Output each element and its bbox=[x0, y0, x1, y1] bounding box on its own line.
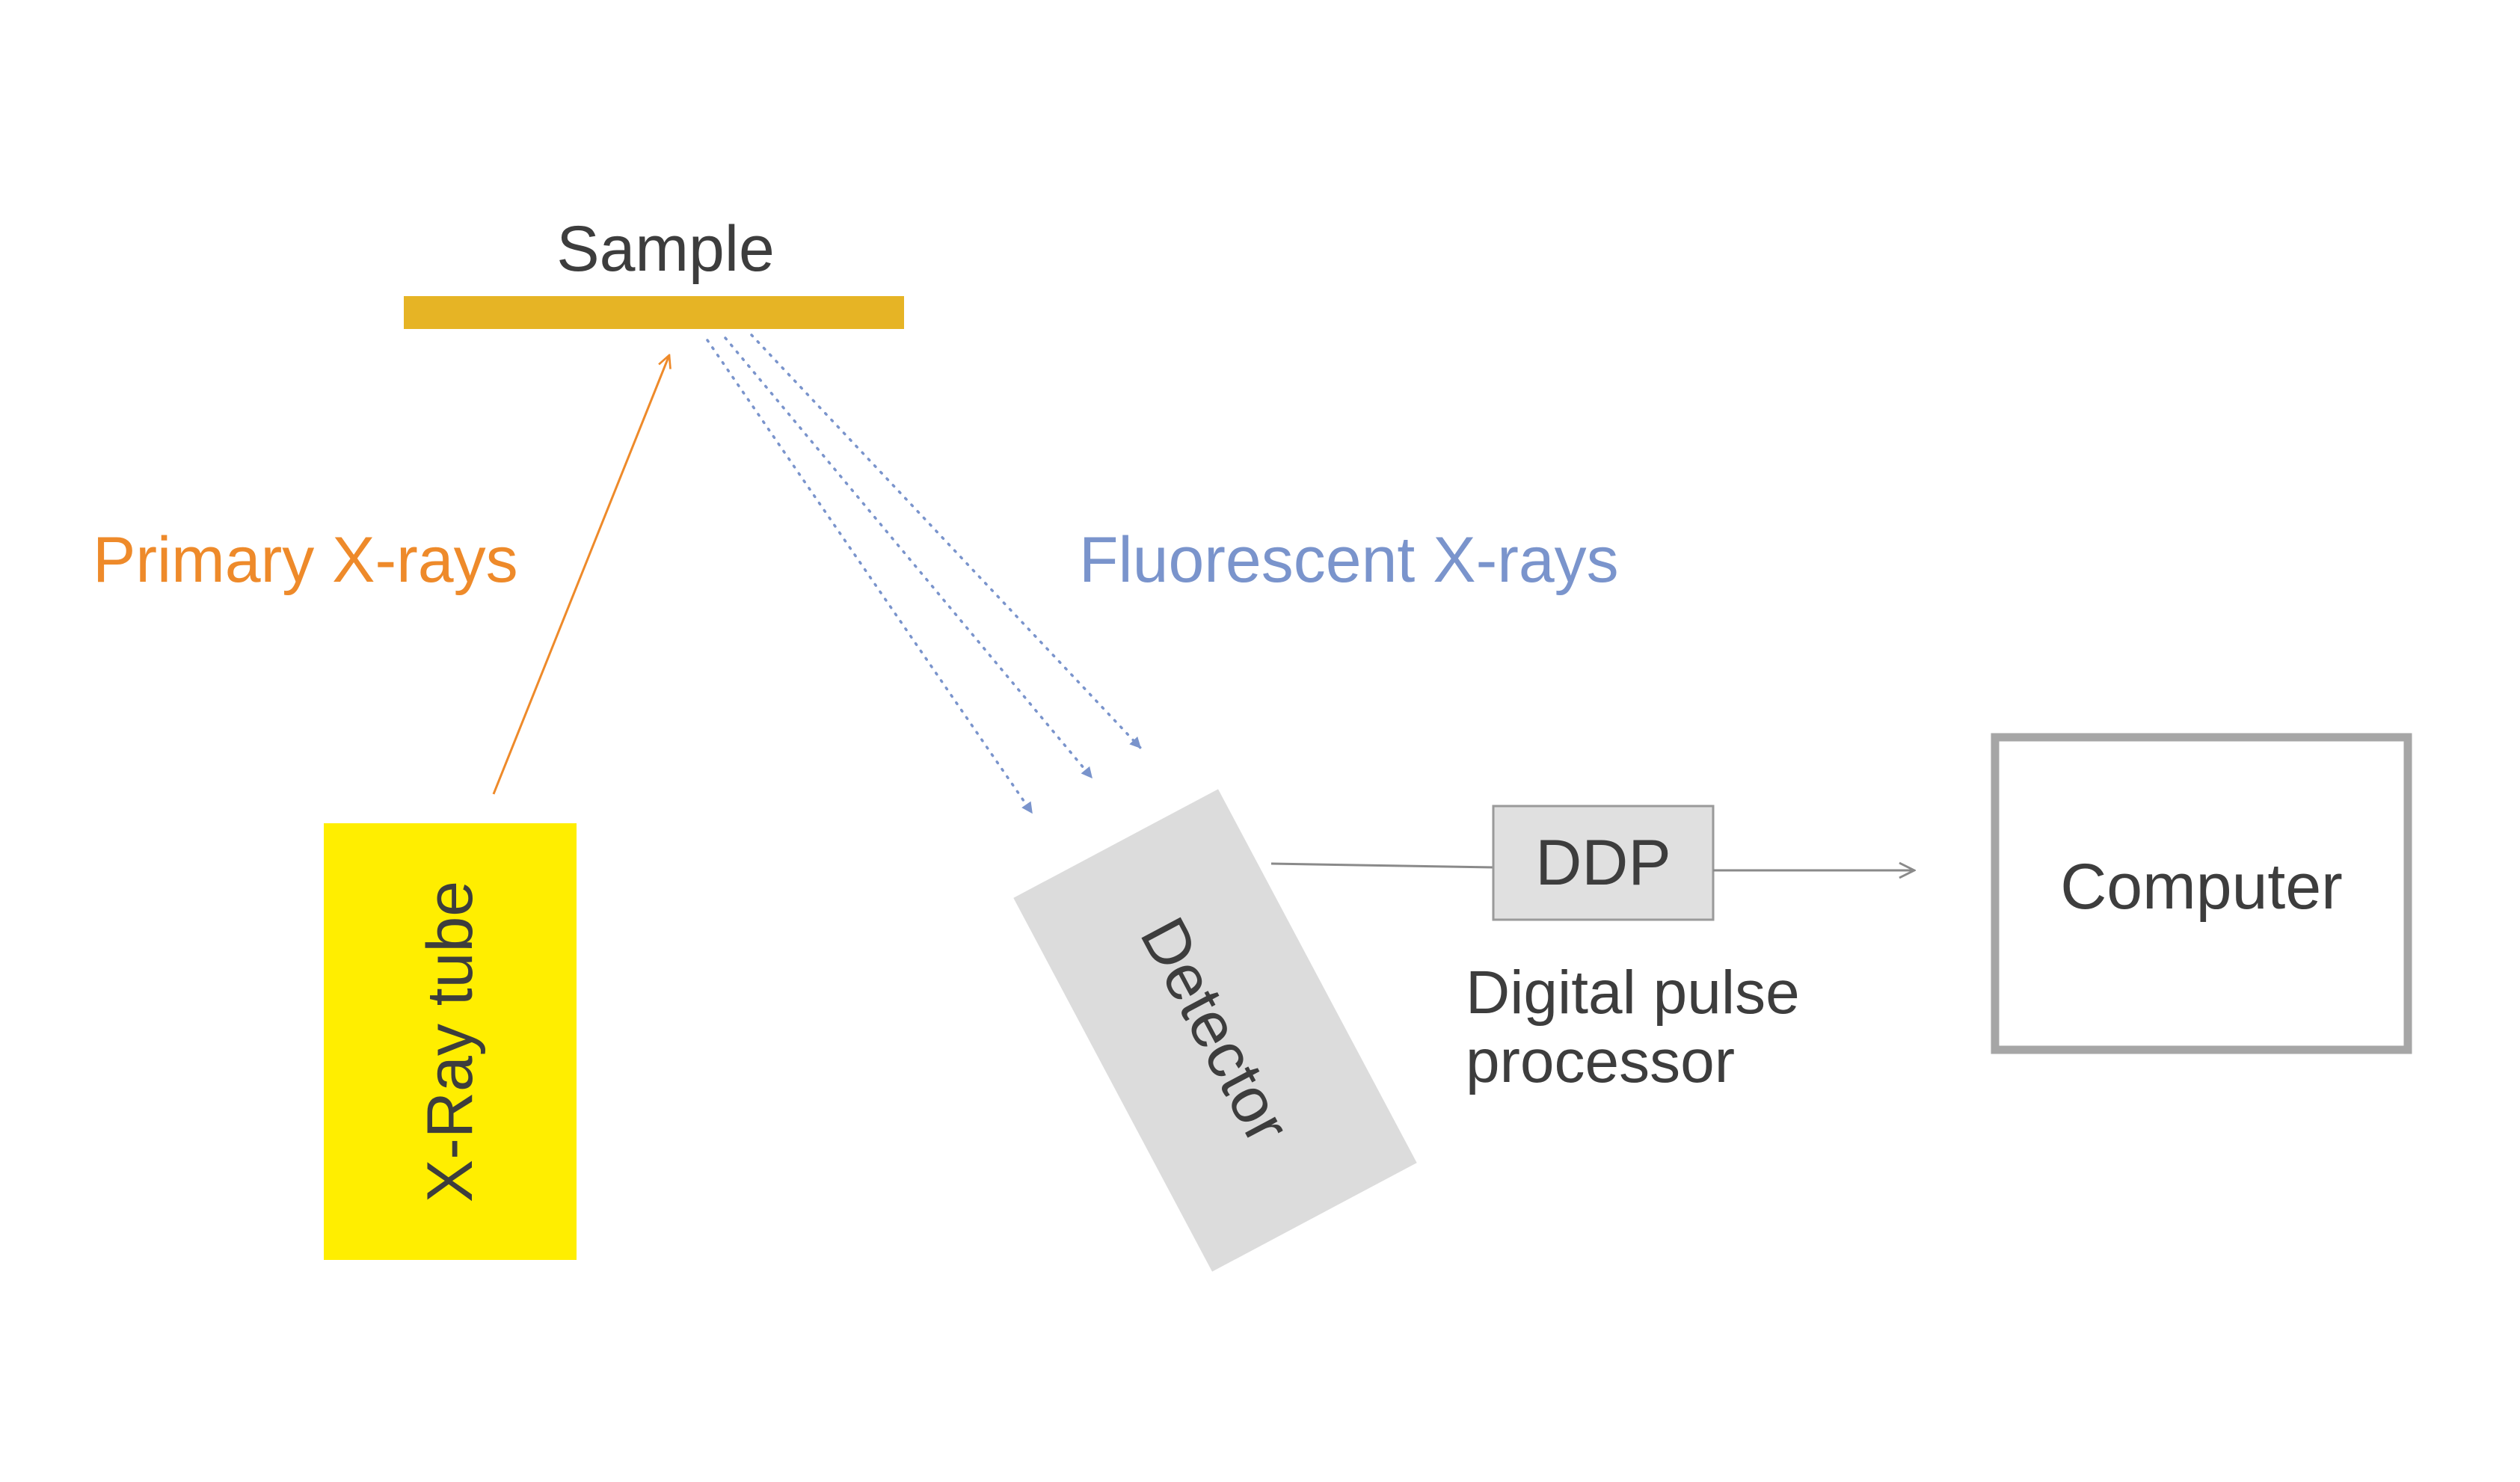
ddp-label: DDP bbox=[1535, 827, 1671, 899]
digital-pulse-label-line1: Digital pulse bbox=[1466, 959, 1800, 1027]
sample-label: Sample bbox=[556, 213, 775, 285]
detector: Detector bbox=[1013, 789, 1417, 1272]
primary-xrays-arrow bbox=[492, 355, 669, 795]
primary-xrays-label: Primary X-rays bbox=[93, 524, 518, 596]
fluorescent-xray-ray bbox=[724, 336, 1093, 779]
digital-pulse-label-line2: processor bbox=[1466, 1027, 1735, 1095]
ddp-box bbox=[1492, 805, 1715, 921]
xray-tube-box bbox=[324, 823, 577, 1260]
computer-label: Computer bbox=[2060, 851, 2343, 923]
detector-to-ddp-line bbox=[1270, 862, 1494, 869]
computer-box bbox=[1991, 733, 2412, 1054]
fluorescent-xray-ray bbox=[706, 339, 1033, 814]
xray-tube-label: X-Ray tube bbox=[414, 881, 486, 1202]
sample-bar bbox=[404, 296, 904, 329]
detector-box bbox=[1013, 789, 1417, 1272]
fluorescent-xrays-label: Fluorescent X-rays bbox=[1079, 524, 1619, 596]
